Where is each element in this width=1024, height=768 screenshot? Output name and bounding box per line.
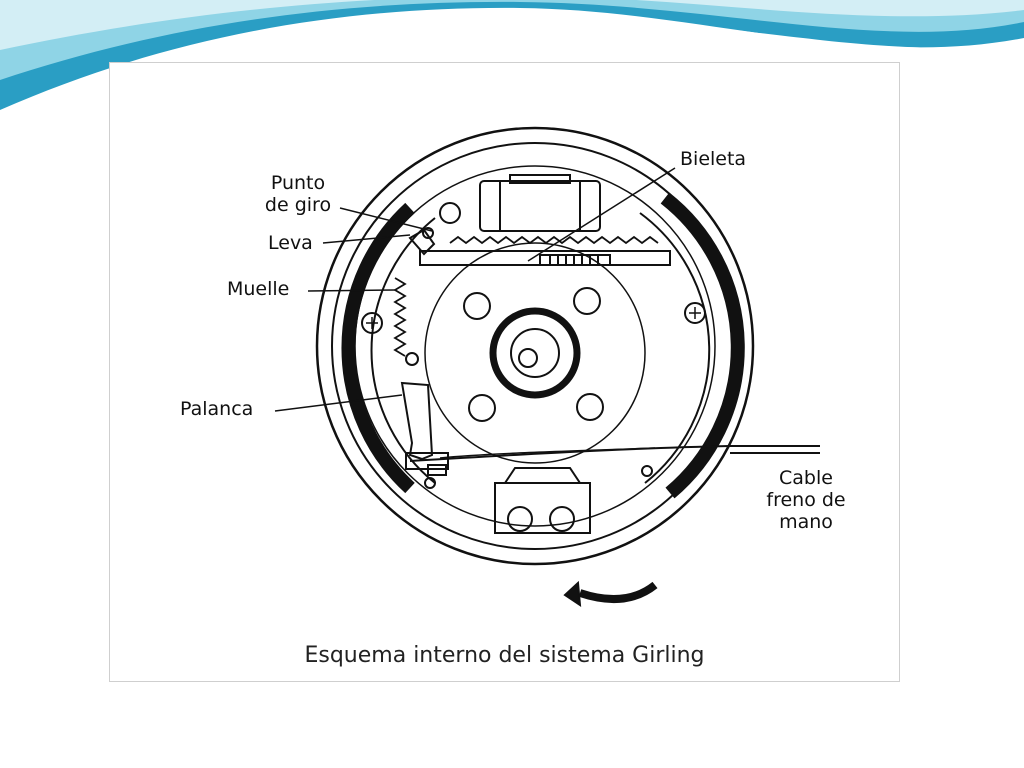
leader-palanca (274, 394, 403, 412)
leader-bieleta (527, 167, 676, 262)
strut-bar (419, 250, 671, 266)
upper-return-spring (449, 235, 659, 245)
leader-leva (322, 234, 411, 244)
stud-hole (468, 394, 496, 422)
screw-right (684, 302, 706, 324)
wave-pale (0, 0, 1024, 50)
stud-hole (463, 292, 491, 320)
drum-outer-ring (315, 126, 755, 566)
lever-spring (393, 277, 407, 357)
right-brake-shoe (660, 192, 745, 499)
label-mano: mano (779, 511, 833, 533)
anchor-bolt (507, 506, 533, 532)
label-leva: Leva (268, 232, 313, 254)
pivot-point (439, 202, 461, 224)
leader-muelle (307, 289, 396, 292)
handbrake-lever (400, 381, 434, 461)
figure-frame: Punto de giro Leva Muelle Palanca Bielet… (109, 62, 900, 682)
label-palanca: Palanca (180, 398, 254, 420)
wave-dark (0, 0, 1024, 110)
hub-flange (424, 242, 646, 464)
wave-light (0, 0, 1024, 80)
wheel-cylinder (479, 180, 601, 232)
header-wave-decoration (0, 0, 1024, 114)
stud-hole (573, 287, 601, 315)
anchor-bolt (549, 506, 575, 532)
label-muelle: Muelle (227, 278, 290, 300)
hub-outer (489, 307, 581, 399)
backing-plate (354, 165, 716, 527)
cam (408, 228, 436, 256)
hub-inner (510, 328, 560, 378)
label-freno-de: freno de (766, 489, 846, 511)
anchor-block (494, 482, 591, 534)
screw-left (361, 312, 383, 334)
wave-line (0, 14, 1024, 114)
stud-hole (576, 393, 604, 421)
figure-caption: Esquema interno del sistema Girling (304, 643, 705, 668)
label-cable: Cable (779, 467, 833, 489)
rotation-arrow (578, 581, 658, 604)
handbrake-cable (409, 445, 820, 462)
left-brake-shoe (341, 202, 415, 494)
leader-punto-de-giro (339, 207, 433, 232)
label-bieleta: Bieleta (680, 148, 747, 170)
label-punto: Punto (270, 172, 326, 194)
label-de-giro: de giro (264, 194, 332, 216)
brake-drum-diagram (274, 126, 820, 607)
